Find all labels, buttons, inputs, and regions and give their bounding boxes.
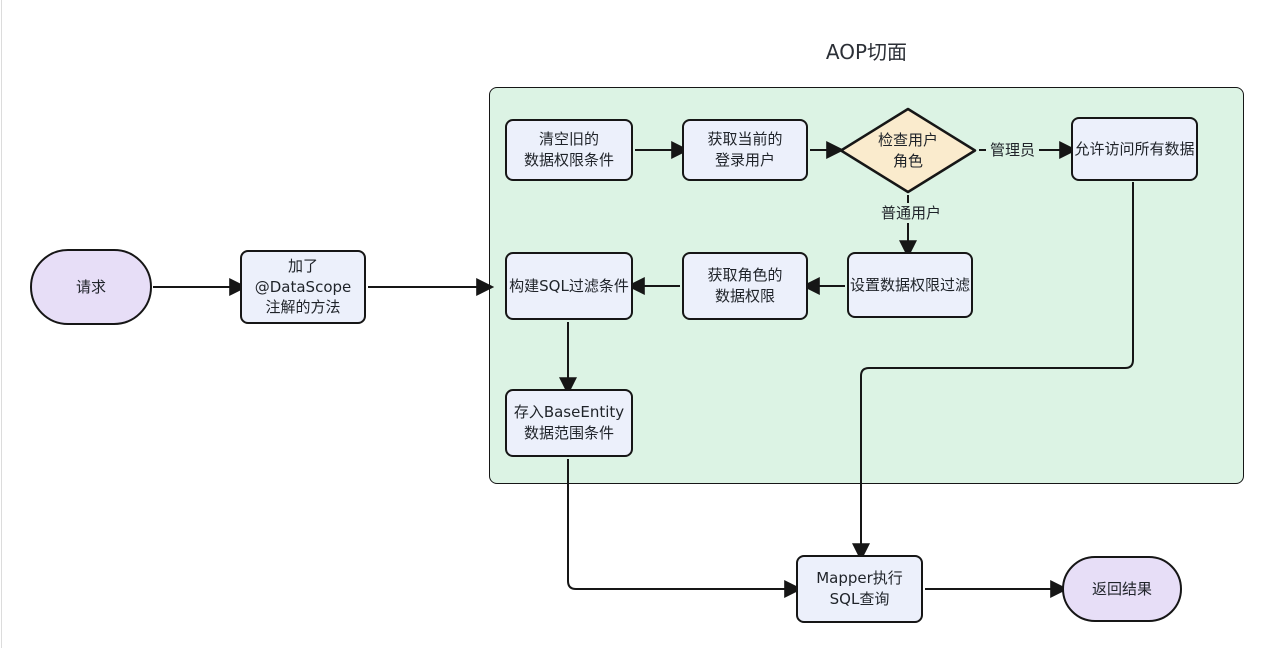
node-request: 请求 xyxy=(30,249,152,325)
node-get-role-permissions-label: 获取角色的 数据权限 xyxy=(707,266,783,305)
node-set-data-filter: 设置数据权限过滤 xyxy=(847,252,973,318)
node-build-sql-filter-label: 构建SQL过滤条件 xyxy=(509,276,629,295)
node-get-role-permissions: 获取角色的 数据权限 xyxy=(682,252,808,320)
node-set-data-filter-label: 设置数据权限过滤 xyxy=(849,275,970,294)
subgraph-title: AOP切面 xyxy=(825,40,908,64)
node-annotated-method-label: 加了 @DataScope 注解的方法 xyxy=(254,256,352,317)
node-clear-old-conditions: 清空旧的 数据权限条件 xyxy=(505,119,633,181)
node-check-user-role-label: 检查用户 角色 xyxy=(877,130,938,170)
node-return-result: 返回结果 xyxy=(1062,556,1182,622)
node-get-current-user-label: 获取当前的 登录用户 xyxy=(707,130,783,169)
window-edge-line xyxy=(1,0,2,648)
node-mapper-execute-label: Mapper执行 SQL查询 xyxy=(816,569,903,608)
node-check-user-role: 检查用户 角色 xyxy=(838,107,978,194)
edge-label-normal-user: 普通用户 xyxy=(877,203,946,223)
edge-label-admin: 管理员 xyxy=(986,140,1040,160)
diamond-shape xyxy=(839,107,977,194)
edge-baseentity-to-mapper xyxy=(567,459,803,598)
node-allow-all-data-label: 允许访问所有数据 xyxy=(1074,139,1195,158)
node-clear-old-conditions-label: 清空旧的 数据权限条件 xyxy=(523,130,614,169)
node-return-result-label: 返回结果 xyxy=(1091,579,1152,598)
node-request-label: 请求 xyxy=(75,277,106,296)
node-save-base-entity-label: 存入BaseEntity 数据范围条件 xyxy=(513,403,625,442)
node-get-current-user: 获取当前的 登录用户 xyxy=(682,119,808,181)
node-mapper-execute: Mapper执行 SQL查询 xyxy=(796,555,923,623)
node-allow-all-data: 允许访问所有数据 xyxy=(1071,117,1198,181)
node-annotated-method: 加了 @DataScope 注解的方法 xyxy=(240,250,366,324)
edge-allowall-to-mapper xyxy=(852,182,1134,562)
node-save-base-entity: 存入BaseEntity 数据范围条件 xyxy=(505,389,633,457)
node-build-sql-filter: 构建SQL过滤条件 xyxy=(505,252,633,320)
